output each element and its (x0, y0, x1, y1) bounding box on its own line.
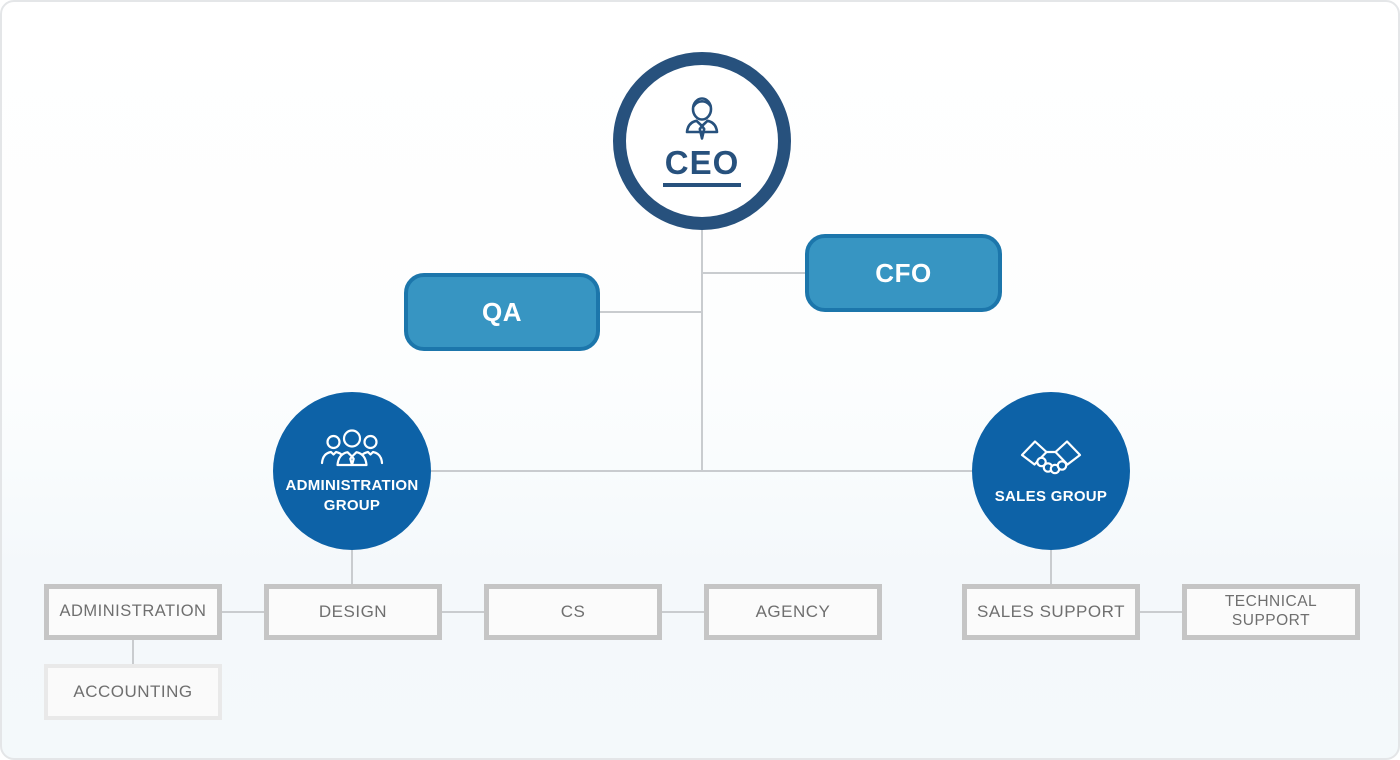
connector-accounting-vertical (132, 640, 134, 664)
connector-qa-horizontal (600, 311, 702, 313)
connector-groups-horizontal (431, 470, 972, 472)
connector-sales-group-vertical (1050, 548, 1052, 584)
node-agency-label: AGENCY (755, 601, 831, 621)
node-accounting-label: ACCOUNTING (73, 682, 193, 701)
node-administration-group: ADMINISTRATION GROUP (273, 392, 431, 550)
connector-cfo-horizontal (702, 272, 805, 274)
node-sales-support: SALES SUPPORT (962, 584, 1140, 640)
node-ceo: CEO (613, 52, 791, 230)
businessman-icon (676, 96, 728, 144)
node-design: DESIGN (264, 584, 442, 640)
node-sales-group: SALES GROUP (972, 392, 1130, 550)
team-icon (319, 427, 385, 469)
connector-ceo-vertical (701, 230, 703, 471)
node-administration-group-label: ADMINISTRATION GROUP (285, 477, 419, 514)
node-accounting: ACCOUNTING (44, 664, 222, 720)
node-technical-support-label: TECHNICAL SUPPORT (1224, 593, 1318, 629)
node-cfo: CFO (805, 234, 1002, 312)
node-qa-label: QA (482, 296, 522, 327)
node-sales-group-label: SALES GROUP (994, 487, 1108, 505)
connector-administration-design (222, 611, 264, 613)
node-administration-label: ADMINISTRATION (59, 602, 207, 621)
connector-cs-agency (662, 611, 704, 613)
node-sales-support-label: SALES SUPPORT (977, 601, 1125, 621)
node-design-label: DESIGN (318, 601, 388, 621)
node-cs-label: CS (560, 601, 586, 621)
node-agency: AGENCY (704, 584, 882, 640)
connector-admin-group-vertical (351, 548, 353, 584)
connector-design-cs (442, 611, 484, 613)
node-cs: CS (484, 584, 662, 640)
node-ceo-label: CEO (662, 146, 742, 187)
handshake-icon (1020, 436, 1082, 480)
node-qa: QA (404, 273, 600, 351)
node-technical-support: TECHNICAL SUPPORT (1182, 584, 1360, 640)
node-cfo-label: CFO (875, 257, 932, 288)
node-administration: ADMINISTRATION (44, 584, 222, 640)
connector-salessupport-technical (1140, 611, 1182, 613)
